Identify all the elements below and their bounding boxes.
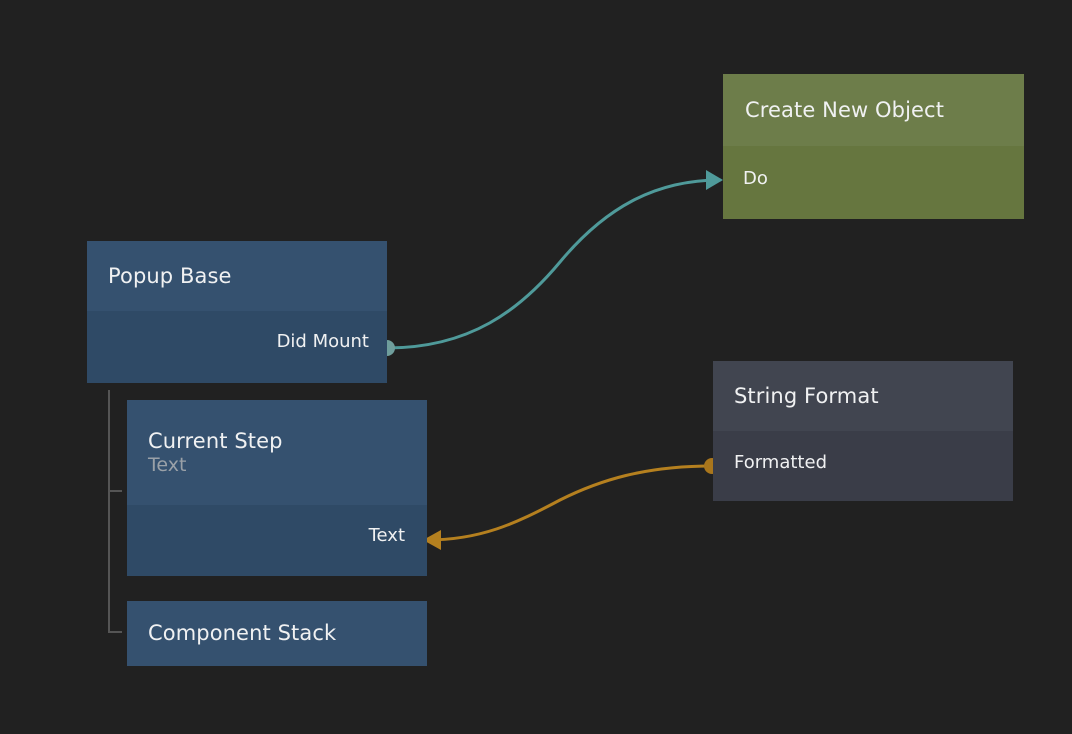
node-body-create-new-object: Do bbox=[723, 146, 1024, 219]
port-label-did-mount: Did Mount bbox=[276, 331, 369, 352]
wire-formatted-to-text bbox=[425, 464, 714, 542]
node-current-step[interactable]: Current Step Text Text bbox=[127, 400, 427, 576]
node-header-component-stack[interactable]: Component Stack bbox=[127, 601, 427, 666]
port-row-text[interactable]: Text bbox=[369, 525, 405, 546]
node-component-stack[interactable]: Component Stack bbox=[127, 601, 427, 666]
node-header-create-new-object[interactable]: Create New Object bbox=[723, 74, 1024, 146]
wire-did-mount-to-do bbox=[385, 178, 722, 350]
node-title-current-step: Current Step bbox=[148, 428, 283, 453]
node-title-component-stack: Component Stack bbox=[148, 621, 337, 646]
port-row-formatted[interactable]: Formatted bbox=[734, 452, 827, 473]
node-title-string-format: String Format bbox=[734, 383, 879, 408]
tree-vertical-line bbox=[108, 390, 110, 633]
port-label-text: Text bbox=[368, 525, 405, 546]
tree-branch-stub-component-stack bbox=[108, 631, 122, 633]
port-row-did-mount[interactable]: Did Mount bbox=[277, 331, 369, 352]
tree-branch-stub-current-step bbox=[108, 490, 122, 492]
node-subtitle-current-step: Text bbox=[148, 453, 187, 476]
node-body-string-format: Formatted bbox=[713, 431, 1013, 501]
arrowhead-do-input bbox=[706, 170, 723, 190]
node-header-current-step[interactable]: Current Step Text bbox=[127, 400, 427, 505]
port-row-do[interactable]: Do bbox=[743, 168, 768, 189]
port-label-formatted: Formatted bbox=[734, 452, 827, 473]
port-label-do: Do bbox=[743, 168, 768, 189]
node-title-popup-base: Popup Base bbox=[108, 263, 232, 288]
node-header-popup-base[interactable]: Popup Base bbox=[87, 241, 387, 311]
node-body-current-step: Text bbox=[127, 505, 427, 576]
node-popup-base[interactable]: Popup Base Did Mount bbox=[87, 241, 387, 383]
node-string-format[interactable]: String Format Formatted bbox=[713, 361, 1013, 501]
node-header-string-format[interactable]: String Format bbox=[713, 361, 1013, 431]
node-create-new-object[interactable]: Create New Object Do bbox=[723, 74, 1024, 219]
node-title-create-new-object: Create New Object bbox=[745, 97, 945, 122]
node-body-popup-base: Did Mount bbox=[87, 311, 387, 383]
